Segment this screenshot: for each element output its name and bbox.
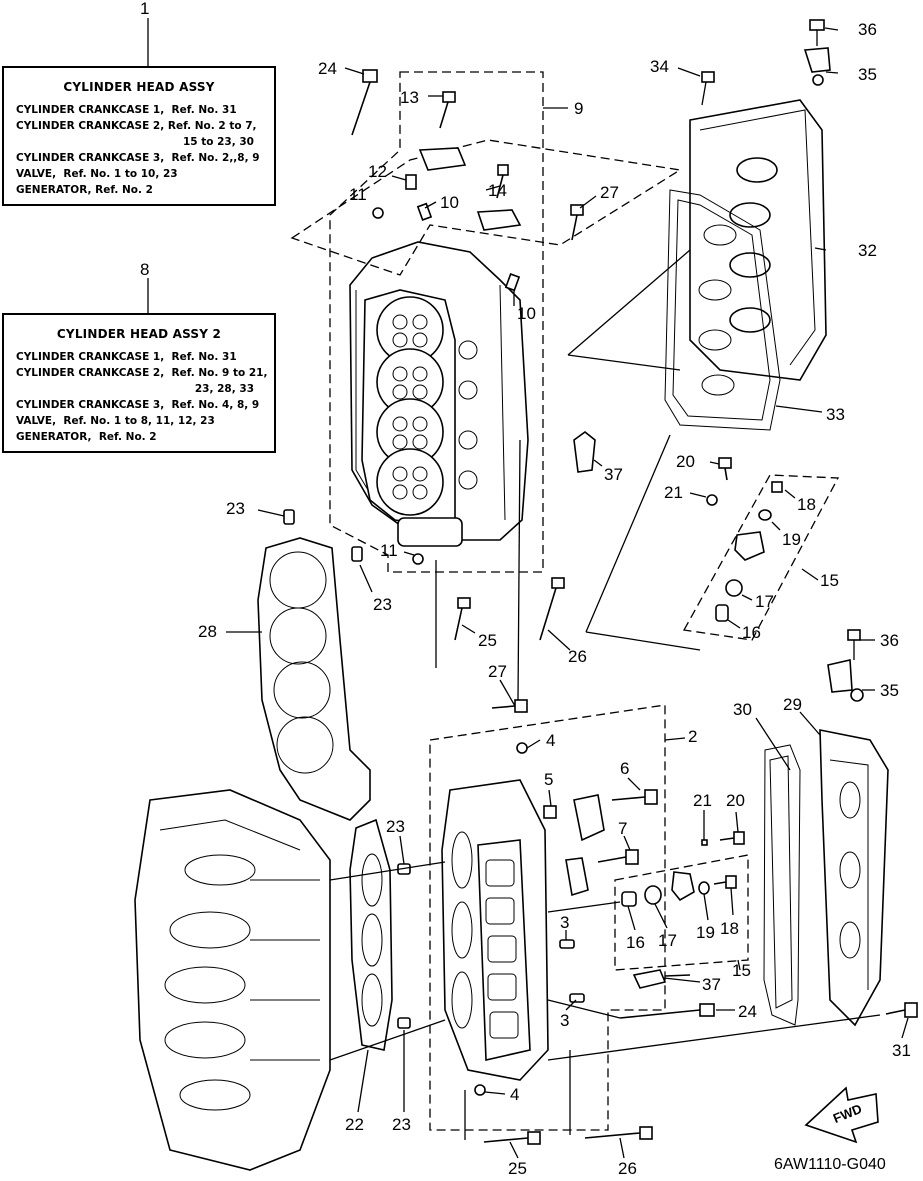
info-box-cylinder-head-assy-2: CYLINDER HEAD ASSY 2 CYLINDER CRANKCASE … [2,313,276,453]
callout: 23 [373,595,392,614]
callout: 17 [755,592,774,611]
callout: 37 [702,975,721,994]
info-box-line: CYLINDER CRANKCASE 1, Ref. No. 31 [16,351,237,363]
callout: 29 [783,695,802,714]
callout-8: 8 [140,260,149,279]
callout: 19 [782,530,801,549]
callout: 36 [858,20,877,39]
callout: 19 [696,923,715,942]
callout: 5 [544,770,553,789]
diagram-code: 6AW1110-G040 [774,1156,886,1173]
gasket-33 [664,189,781,431]
callout: 36 [880,631,899,650]
callout: 35 [858,65,877,84]
gasket-30 [763,744,801,1026]
callout: 20 [676,452,695,471]
info-box-line: CYLINDER CRANKCASE 2, Ref. No. 9 to 21, [16,367,268,379]
callout: 23 [226,499,245,518]
callout: 2 [688,727,697,746]
info-box-line: CYLINDER CRANKCASE 2, Ref. No. 2 to 7, [16,120,257,132]
cylinder-head-lower [441,779,549,1081]
leader-lines [226,27,909,1159]
callout: 4 [510,1085,519,1104]
callout: 26 [568,647,587,666]
info-box-title: CYLINDER HEAD ASSY [63,80,215,94]
fwd-arrow: FWD [804,1086,879,1144]
callout: 24 [738,1002,757,1021]
info-box-cylinder-head-assy: CYLINDER HEAD ASSY CYLINDER CRANKCASE 1,… [2,66,276,206]
callout: 16 [626,933,645,952]
callout: 18 [720,919,739,938]
info-box-line: VALVE, Ref. No. 1 to 10, 23 [16,168,178,180]
callout: 11 [349,185,367,204]
callout: 35 [880,681,899,700]
callout: 18 [797,495,816,514]
callout: 13 [400,88,419,107]
callout: 10 [517,304,536,323]
cover-29 [819,729,889,1027]
callout: 34 [650,57,669,76]
callout: 27 [600,183,619,202]
callout: 24 [318,59,337,78]
callout: 11 [380,541,398,560]
callout: 23 [386,817,405,836]
callout: 26 [618,1159,637,1176]
rocker-cover-32 [689,99,827,381]
callout: 25 [478,631,497,650]
callout: 4 [546,731,555,750]
info-box-title: CYLINDER HEAD ASSY 2 [56,327,222,341]
callout: 14 [488,181,507,200]
callout: 7 [618,819,627,838]
cylinder-crankcase-block [134,789,331,1171]
callout: 32 [858,241,877,260]
callout-labels: 1 8 36 34 35 24 13 9 12 11 10 14 27 32 1… [140,0,911,1178]
info-box-line: GENERATOR, Ref. No. 2 [16,184,153,196]
callout: 27 [488,662,507,681]
callout: 3 [560,913,569,932]
info-box-line: CYLINDER CRANKCASE 3, Ref. No. 2,,8, 9 [16,152,260,164]
callout: 31 [892,1041,911,1060]
cylinder-head-upper [349,241,529,547]
bolts [283,19,918,1145]
callout: 23 [392,1115,411,1134]
callout: 25 [508,1159,527,1176]
callout: 9 [574,99,583,118]
callout: 37 [604,465,623,484]
callout: 6 [620,759,629,778]
info-box-line: CYLINDER CRANKCASE 1, Ref. No. 31 [16,104,237,116]
callout: 16 [742,623,761,642]
callout: 17 [658,931,677,950]
gasket-22 [349,818,393,1051]
info-box-line: 23, 28, 33 [194,383,254,395]
gasket-28 [257,537,371,821]
callout: 3 [560,1011,569,1030]
info-box-line: GENERATOR, Ref. No. 2 [16,431,157,443]
callout: 22 [345,1115,364,1134]
callout: 33 [826,405,845,424]
callout: 20 [726,791,745,810]
callout: 12 [368,162,387,181]
callout: 21 [664,483,683,502]
info-box-line: 15 to 23, 30 [182,136,254,148]
info-box-line: VALVE, Ref. No. 1 to 8, 11, 12, 23 [16,415,215,427]
callout-1: 1 [140,0,149,18]
callout: 21 [693,791,712,810]
callout: 10 [440,193,459,212]
callout: 15 [820,571,839,590]
callout: 30 [733,700,752,719]
callout: 28 [198,622,217,641]
callout: 15 [732,961,751,980]
info-box-line: CYLINDER CRANKCASE 3, Ref. No. 4, 8, 9 [16,399,260,411]
